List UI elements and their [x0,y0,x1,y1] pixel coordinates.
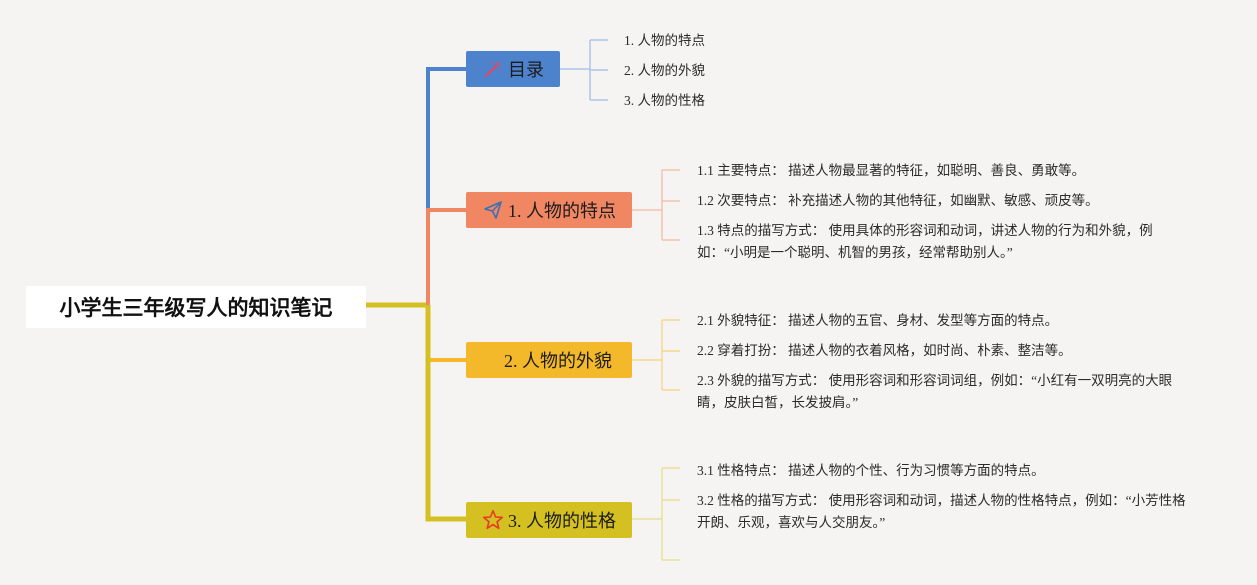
root-title: 小学生三年级写人的知识笔记 [59,296,333,320]
branch-label: 2. 人物的外貌 [504,351,612,371]
branch-item[interactable]: 2.1 外貌特征： 描述人物的五官、身材、发型等方面的特点。 [697,313,1059,328]
toc-item[interactable]: 3. 人物的性格 [624,93,705,108]
branch-item[interactable]: 3.1 性格特点： 描述人物的个性、行为习惯等方面的特点。 [697,463,1045,478]
branch-item[interactable]: 1.1 主要特点： 描述人物最显著的特征，如聪明、善良、勇敢等。 [697,163,1086,178]
branch-item[interactable]: 1.3 特点的描写方式： 使用具体的形容词和动词，讲述人物的行为和外貌，例如：“… [697,223,1153,260]
branch-label: 1. 人物的特点 [508,201,616,221]
branch-label: 3. 人物的性格 [508,511,616,531]
toc-item[interactable]: 1. 人物的特点 [624,33,705,48]
magic-wand-icon [482,58,504,80]
branch-item[interactable]: 2.2 穿着打扮： 描述人物的衣着风格，如时尚、朴素、整洁等。 [697,343,1072,358]
paper-plane-icon [482,199,504,221]
branch-item[interactable]: 2.3 外貌的描写方式： 使用形容词和形容词词组，例如：“小红有一双明亮的大眼睛… [697,373,1173,410]
branch-item[interactable]: 1.2 次要特点： 补充描述人物的其他特征，如幽默、敏感、顽皮等。 [697,193,1099,208]
branch-node-personality[interactable]: 3. 人物的性格 [466,502,632,538]
toc-label: 目录 [508,60,544,80]
star-icon [482,509,504,531]
toc-node[interactable]: 目录 [466,51,560,87]
branch-node-appearance[interactable]: 2. 人物的外貌 [466,342,632,378]
toc-item[interactable]: 2. 人物的外貌 [624,63,705,78]
branch-item[interactable]: 3.2 性格的描写方式： 使用形容词和动词，描述人物的性格特点，例如：“小芳性格… [697,493,1186,530]
root-node[interactable]: 小学生三年级写人的知识笔记 [26,286,366,328]
branch-node-characteristics[interactable]: 1. 人物的特点 [466,192,632,228]
